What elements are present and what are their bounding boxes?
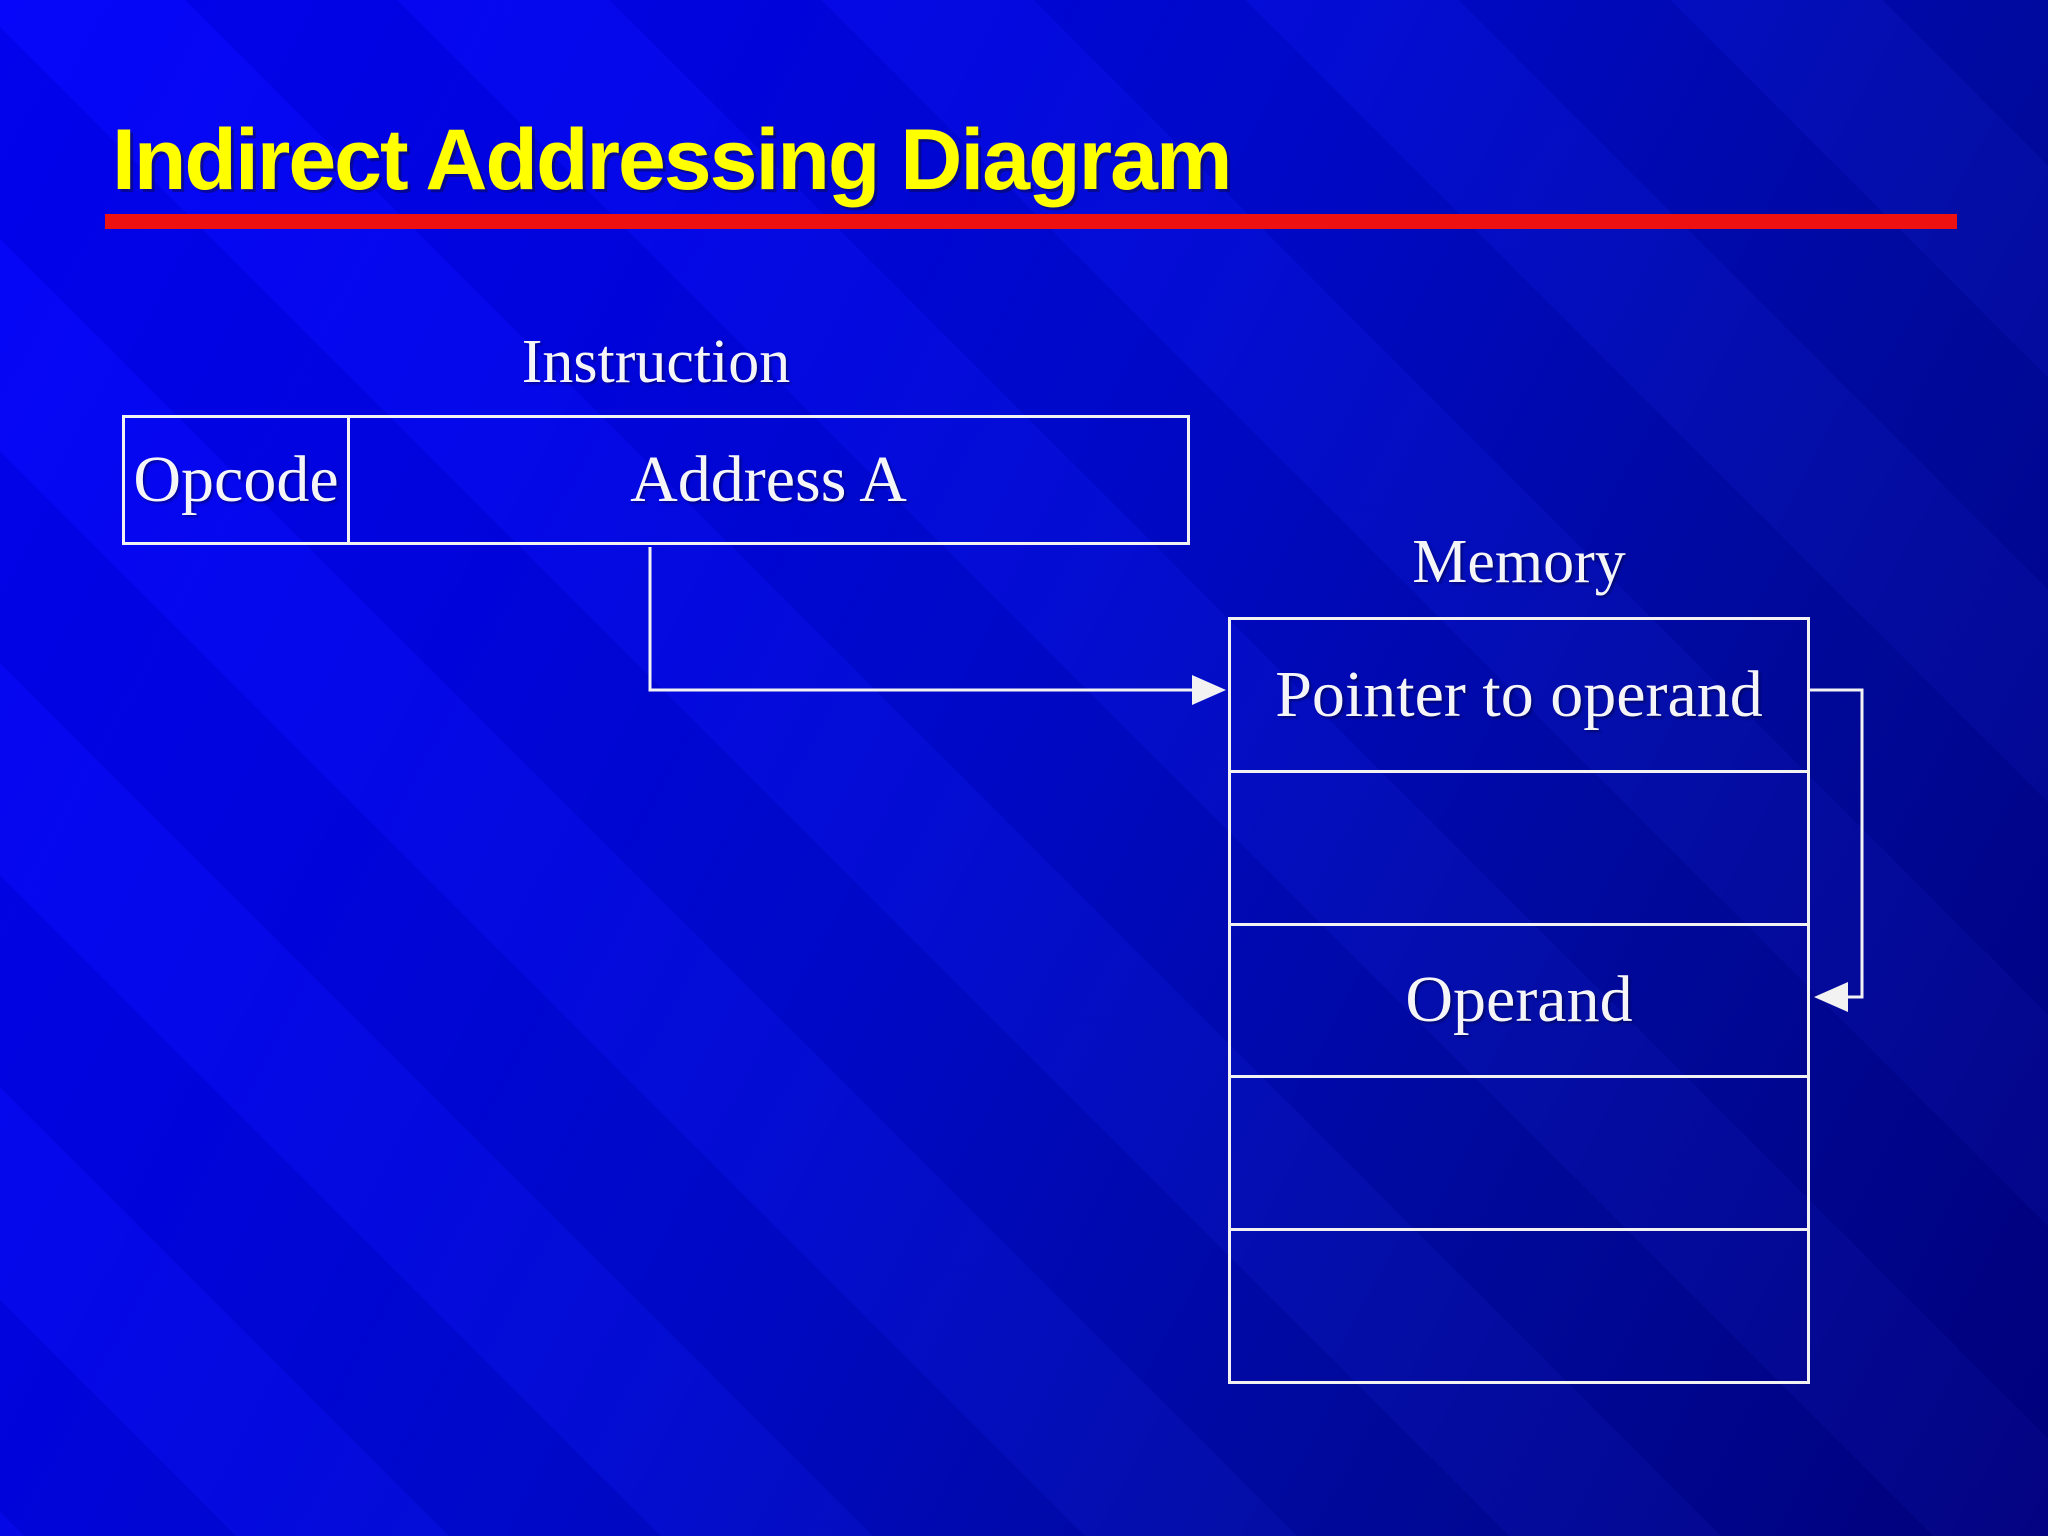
memory-row-pointer-to-operand: Pointer to operand — [1275, 657, 1763, 731]
address-to-pointer-arrow — [648, 547, 1226, 705]
memory-row-empty-2 — [1231, 1075, 1807, 1228]
memory-row-empty-3 — [1231, 1228, 1807, 1381]
pointer-to-operand-arrow — [1810, 688, 1864, 1012]
title-underline — [105, 214, 1957, 229]
memory-box: Pointer to operand Operand — [1228, 617, 1810, 1384]
page-title: Indirect Addressing Diagram — [112, 112, 1232, 208]
address-a-cell: Address A — [630, 443, 907, 516]
memory-label: Memory — [1412, 528, 1626, 596]
instruction-box: Opcode Address A — [122, 415, 1190, 545]
opcode-cell: Opcode — [125, 418, 350, 542]
memory-row-empty-1 — [1231, 769, 1807, 923]
instruction-label: Instruction — [521, 328, 791, 396]
memory-row-operand: Operand — [1231, 922, 1807, 1076]
